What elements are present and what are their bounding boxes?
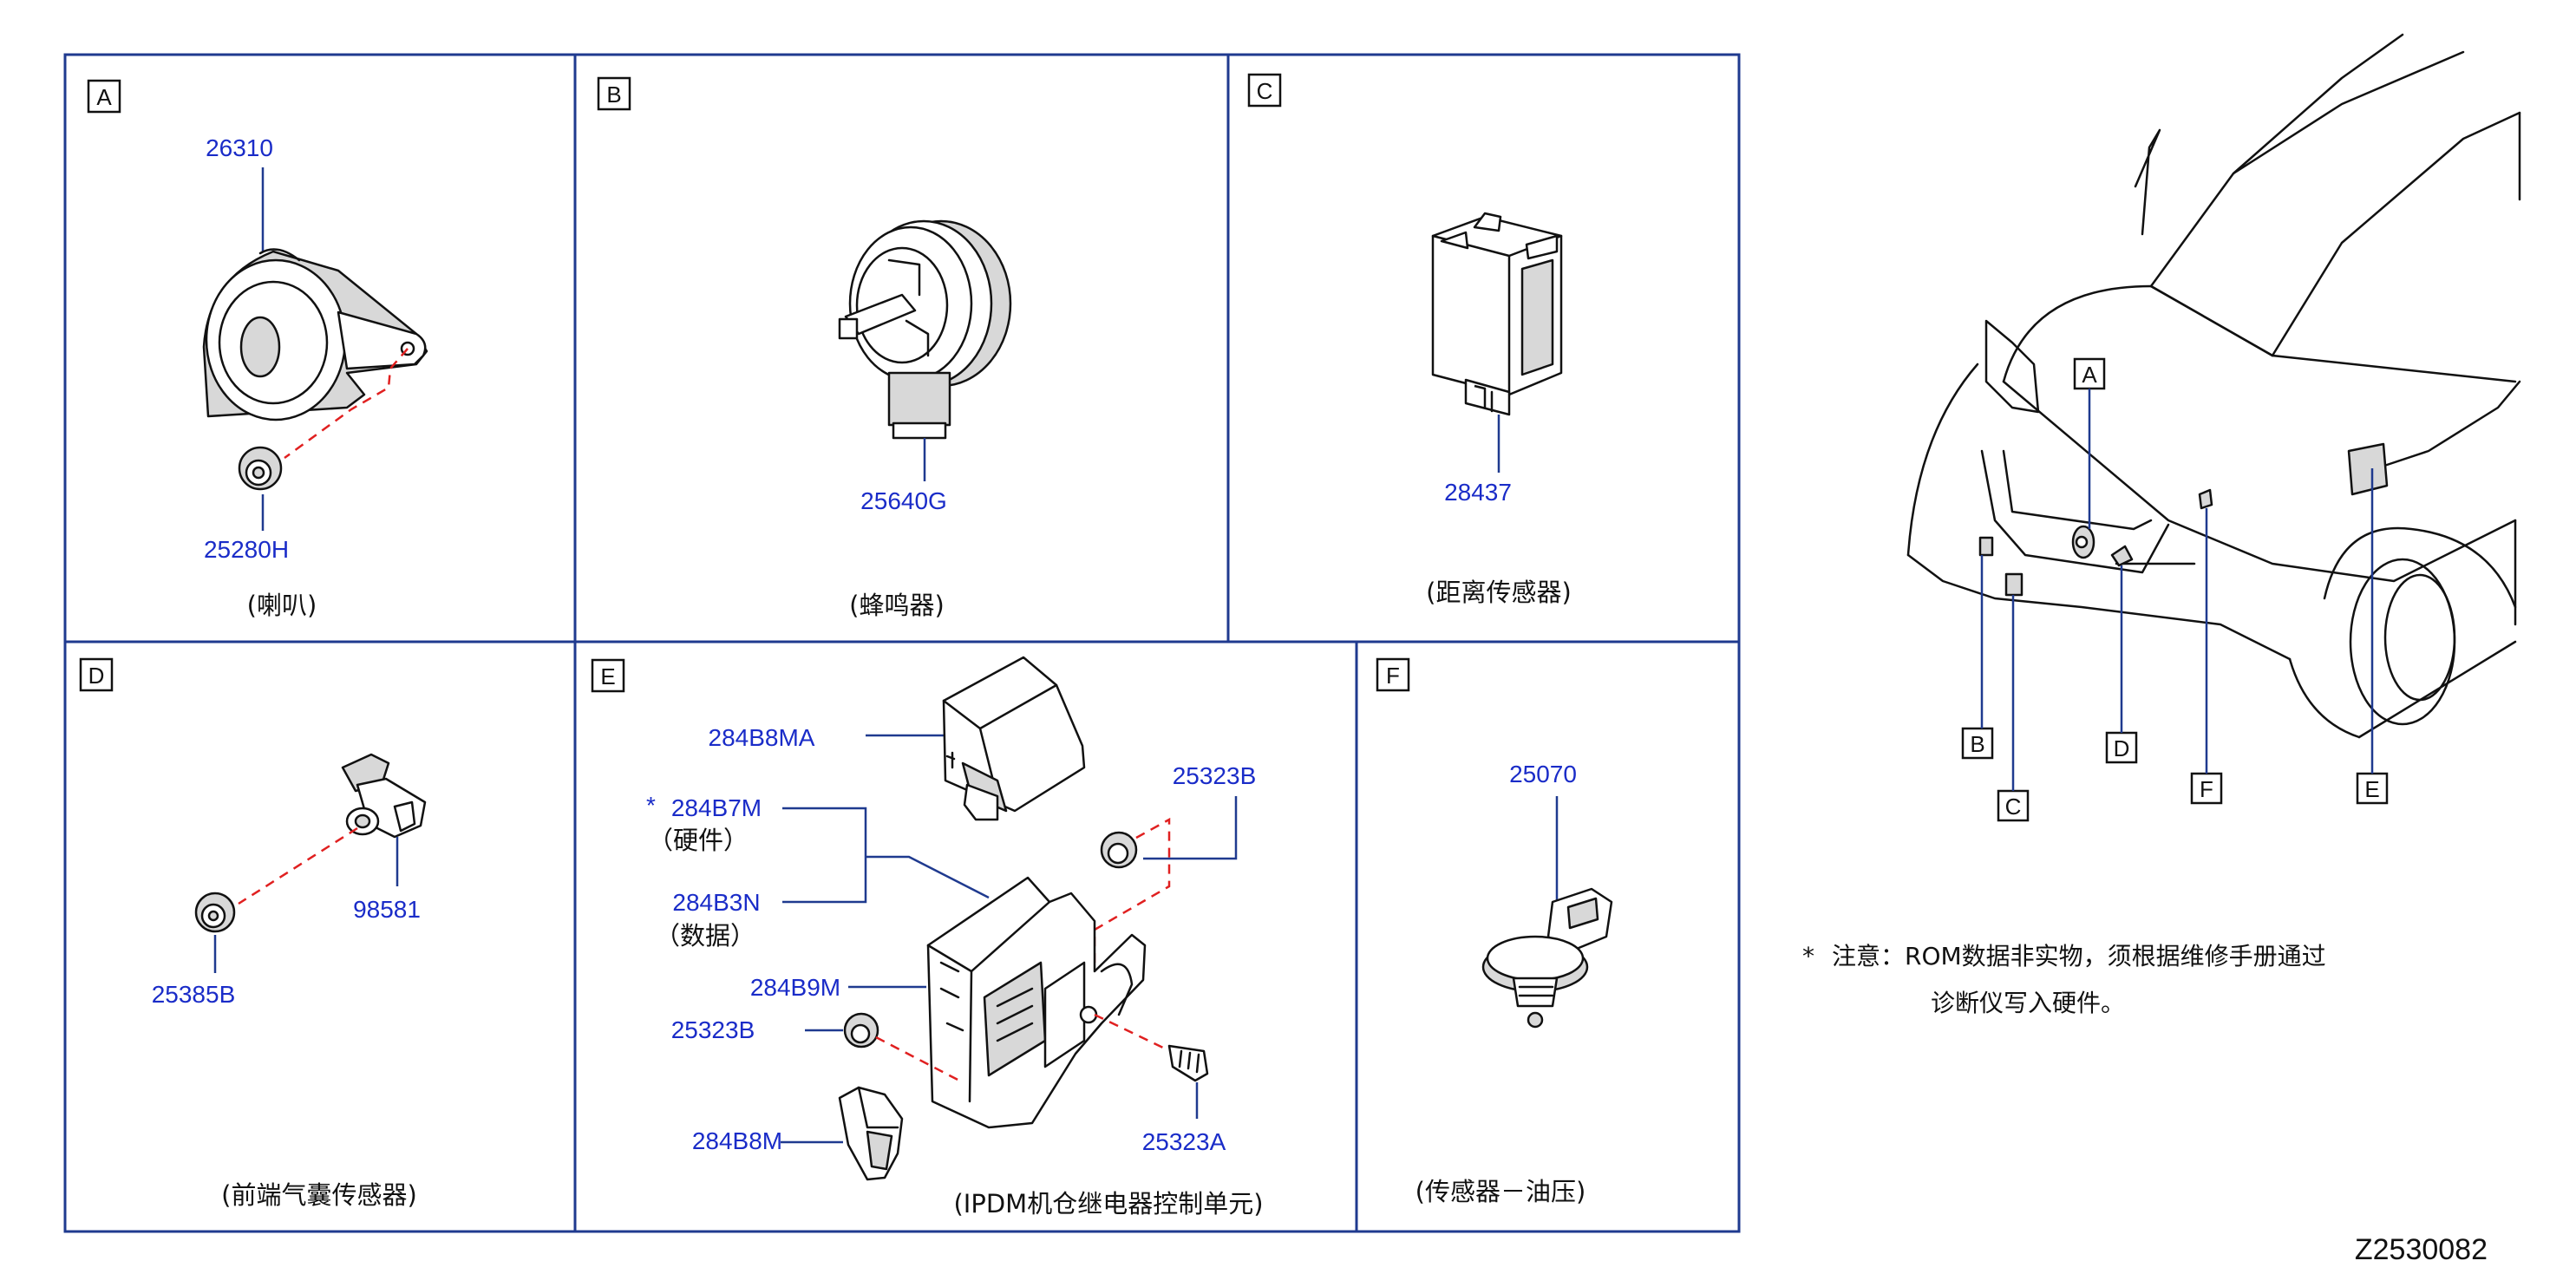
panel-f: F 25070 (传感器－油压) — [1376, 657, 1613, 1206]
airbag-sensor-location-icon — [2110, 545, 2134, 567]
callout-c: C — [1997, 595, 2030, 822]
panel-a: A 26310 25280H (喇叭) — [87, 79, 428, 620]
part-number-284b9m[interactable]: 284B9M — [750, 974, 840, 1001]
part-number-25280h[interactable]: 25280H — [204, 536, 289, 563]
part-number-284b8ma[interactable]: 284B8MA — [709, 724, 815, 751]
part-number-284b3n[interactable]: 284B3N — [672, 889, 760, 916]
panel-d-letter: D — [88, 663, 105, 689]
panel-e-caption: (IPDM机仓继电器控制单元) — [953, 1189, 1263, 1218]
note-line-2: 诊断仪写入硬件。 — [1931, 989, 2125, 1017]
panel-f-letter-box — [1376, 657, 1410, 692]
note-asterisk: * — [1802, 942, 1814, 970]
nut-icon[interactable] — [238, 446, 283, 491]
grommet-icon[interactable] — [1100, 831, 1138, 869]
panel-b: B 25640G (蜂鸣器) — [597, 76, 1012, 620]
svg-text:B: B — [1970, 731, 1984, 757]
note-line-1: 注意：ROM数据非实物，须根据维修手册通过 — [1832, 942, 2326, 970]
svg-text:C: C — [2005, 794, 2022, 820]
oil-sensor-location-icon — [2198, 488, 2213, 510]
oil-pressure-sensor-icon[interactable] — [1481, 887, 1613, 1029]
part-number-25323a[interactable]: 25323A — [1142, 1128, 1226, 1155]
panel-a-caption: (喇叭) — [247, 591, 317, 620]
panel-f-letter: F — [1386, 663, 1400, 689]
callout-f: F — [2190, 508, 2223, 805]
panel-b-caption: (蜂鸣器) — [849, 591, 945, 620]
panel-b-letter: B — [606, 82, 621, 108]
callout-e: E — [2356, 468, 2389, 805]
panel-d: D 98581 25385B (前端气囊传感器) — [79, 657, 427, 1210]
airbag-sensor-icon[interactable] — [341, 753, 427, 839]
part-number-284b7m[interactable]: 284B7M — [671, 794, 762, 821]
part-number-25323b-upper[interactable]: 25323B — [1173, 762, 1257, 789]
rom-note: * 注意：ROM数据非实物，须根据维修手册通过 诊断仪写入硬件。 — [1802, 942, 2326, 1017]
svg-text:E: E — [2364, 776, 2379, 802]
panel-d-caption: (前端气囊传感器) — [221, 1180, 417, 1210]
panel-a-letter-box — [87, 79, 121, 114]
buzzer-location-icon — [1978, 536, 1994, 557]
data-label: （数据） — [655, 921, 755, 951]
part-number-284b8m[interactable]: 284B8M — [692, 1127, 782, 1154]
distance-sensor-icon[interactable] — [1431, 212, 1563, 416]
panel-c-letter-box — [1247, 73, 1282, 108]
diagram-code: Z2530082 — [2355, 1233, 2488, 1266]
bolt-icon[interactable] — [1167, 1044, 1209, 1082]
distance-sensor-location-icon — [2004, 572, 2024, 597]
svg-text:F: F — [2200, 776, 2213, 802]
part-number-25385b[interactable]: 25385B — [152, 981, 236, 1008]
panel-e-letter-box — [591, 658, 625, 693]
svg-text:A: A — [2082, 362, 2097, 388]
panel-b-letter-box — [597, 76, 631, 111]
ipdm-cover-icon[interactable] — [942, 656, 1086, 821]
nut-icon[interactable] — [194, 892, 236, 933]
horn-location-icon — [2071, 525, 2095, 559]
panel-c-letter: C — [1257, 78, 1273, 104]
panel-e: E 284B8MA * 284B7M （硬件） 284B3N （数据） 2532… — [591, 656, 1264, 1218]
hardware-label: （硬件） — [648, 826, 749, 855]
panel-grid — [63, 53, 1741, 1233]
panel-c: C 28437 (距离传感器) — [1247, 73, 1572, 607]
part-number-25640g[interactable]: 25640G — [860, 487, 947, 514]
svg-text:D: D — [2114, 735, 2130, 761]
callout-d: D — [2105, 565, 2138, 764]
panel-d-letter-box — [79, 657, 114, 692]
grommet-icon[interactable] — [843, 1012, 879, 1049]
buzzer-icon[interactable] — [838, 219, 1012, 440]
vehicle-front-icon — [1906, 33, 2521, 739]
part-number-26310[interactable]: 26310 — [206, 134, 273, 161]
panel-c-caption: (距离传感器) — [1426, 578, 1572, 607]
horn-icon[interactable] — [202, 248, 428, 421]
bracket-icon[interactable] — [838, 1086, 904, 1181]
vehicle-illustration: A B C D E F — [1906, 33, 2521, 822]
part-number-28437[interactable]: 28437 — [1444, 479, 1512, 506]
callout-a: A — [2073, 357, 2106, 529]
part-number-25070[interactable]: 25070 — [1509, 761, 1577, 787]
part-number-25323b-lower[interactable]: 25323B — [671, 1016, 755, 1043]
part-number-98581[interactable]: 98581 — [353, 896, 421, 923]
ipdm-location-icon — [2347, 442, 2389, 496]
panel-f-caption: (传感器－油压) — [1415, 1177, 1586, 1206]
ipdm-unit-icon[interactable] — [926, 876, 1147, 1129]
asterisk-mark: * — [646, 792, 656, 819]
panel-a-letter: A — [96, 84, 112, 110]
callout-b: B — [1961, 555, 1994, 760]
panel-e-letter: E — [600, 663, 615, 689]
